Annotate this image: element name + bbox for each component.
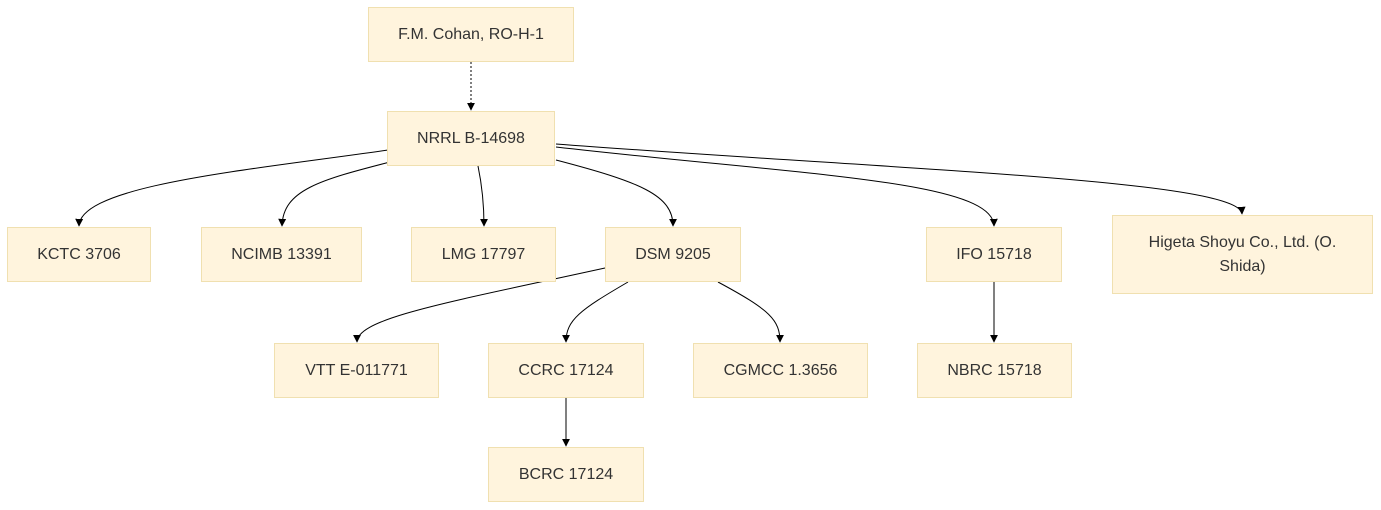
node-ccrc-17124: CCRC 17124 — [488, 343, 644, 398]
node-higeta-shoyu: Higeta Shoyu Co., Ltd. (O. Shida) — [1112, 215, 1373, 294]
node-ifo-15718: IFO 15718 — [926, 227, 1062, 282]
node-fm-cohan: F.M. Cohan, RO-H-1 — [368, 7, 574, 62]
edge-nrrl-to-higeta — [555, 143, 1246, 215]
edge-dsm-to-ccrc — [562, 281, 629, 343]
node-nrrl-b-14698: NRRL B-14698 — [387, 111, 555, 166]
edge-dsm-to-cgmcc — [717, 281, 784, 343]
edge-nrrl-to-kctc — [75, 149, 389, 227]
node-lmg-17797: LMG 17797 — [411, 227, 556, 282]
edge-nrrl-to-dsm — [555, 159, 677, 227]
node-nbrc-15718: NBRC 15718 — [917, 343, 1072, 398]
node-vtt-e-011771: VTT E-011771 — [274, 343, 439, 398]
edge-nrrl-to-lmg — [477, 165, 488, 227]
edge-nrrl-to-ifo — [555, 146, 998, 227]
node-ncimb-13391: NCIMB 13391 — [201, 227, 362, 282]
node-cgmcc-1-3656: CGMCC 1.3656 — [693, 343, 868, 398]
node-bcrc-17124: BCRC 17124 — [488, 447, 644, 502]
node-dsm-9205: DSM 9205 — [605, 227, 741, 282]
edge-nrrl-to-ncimb — [278, 161, 391, 227]
node-kctc-3706: KCTC 3706 — [7, 227, 151, 282]
